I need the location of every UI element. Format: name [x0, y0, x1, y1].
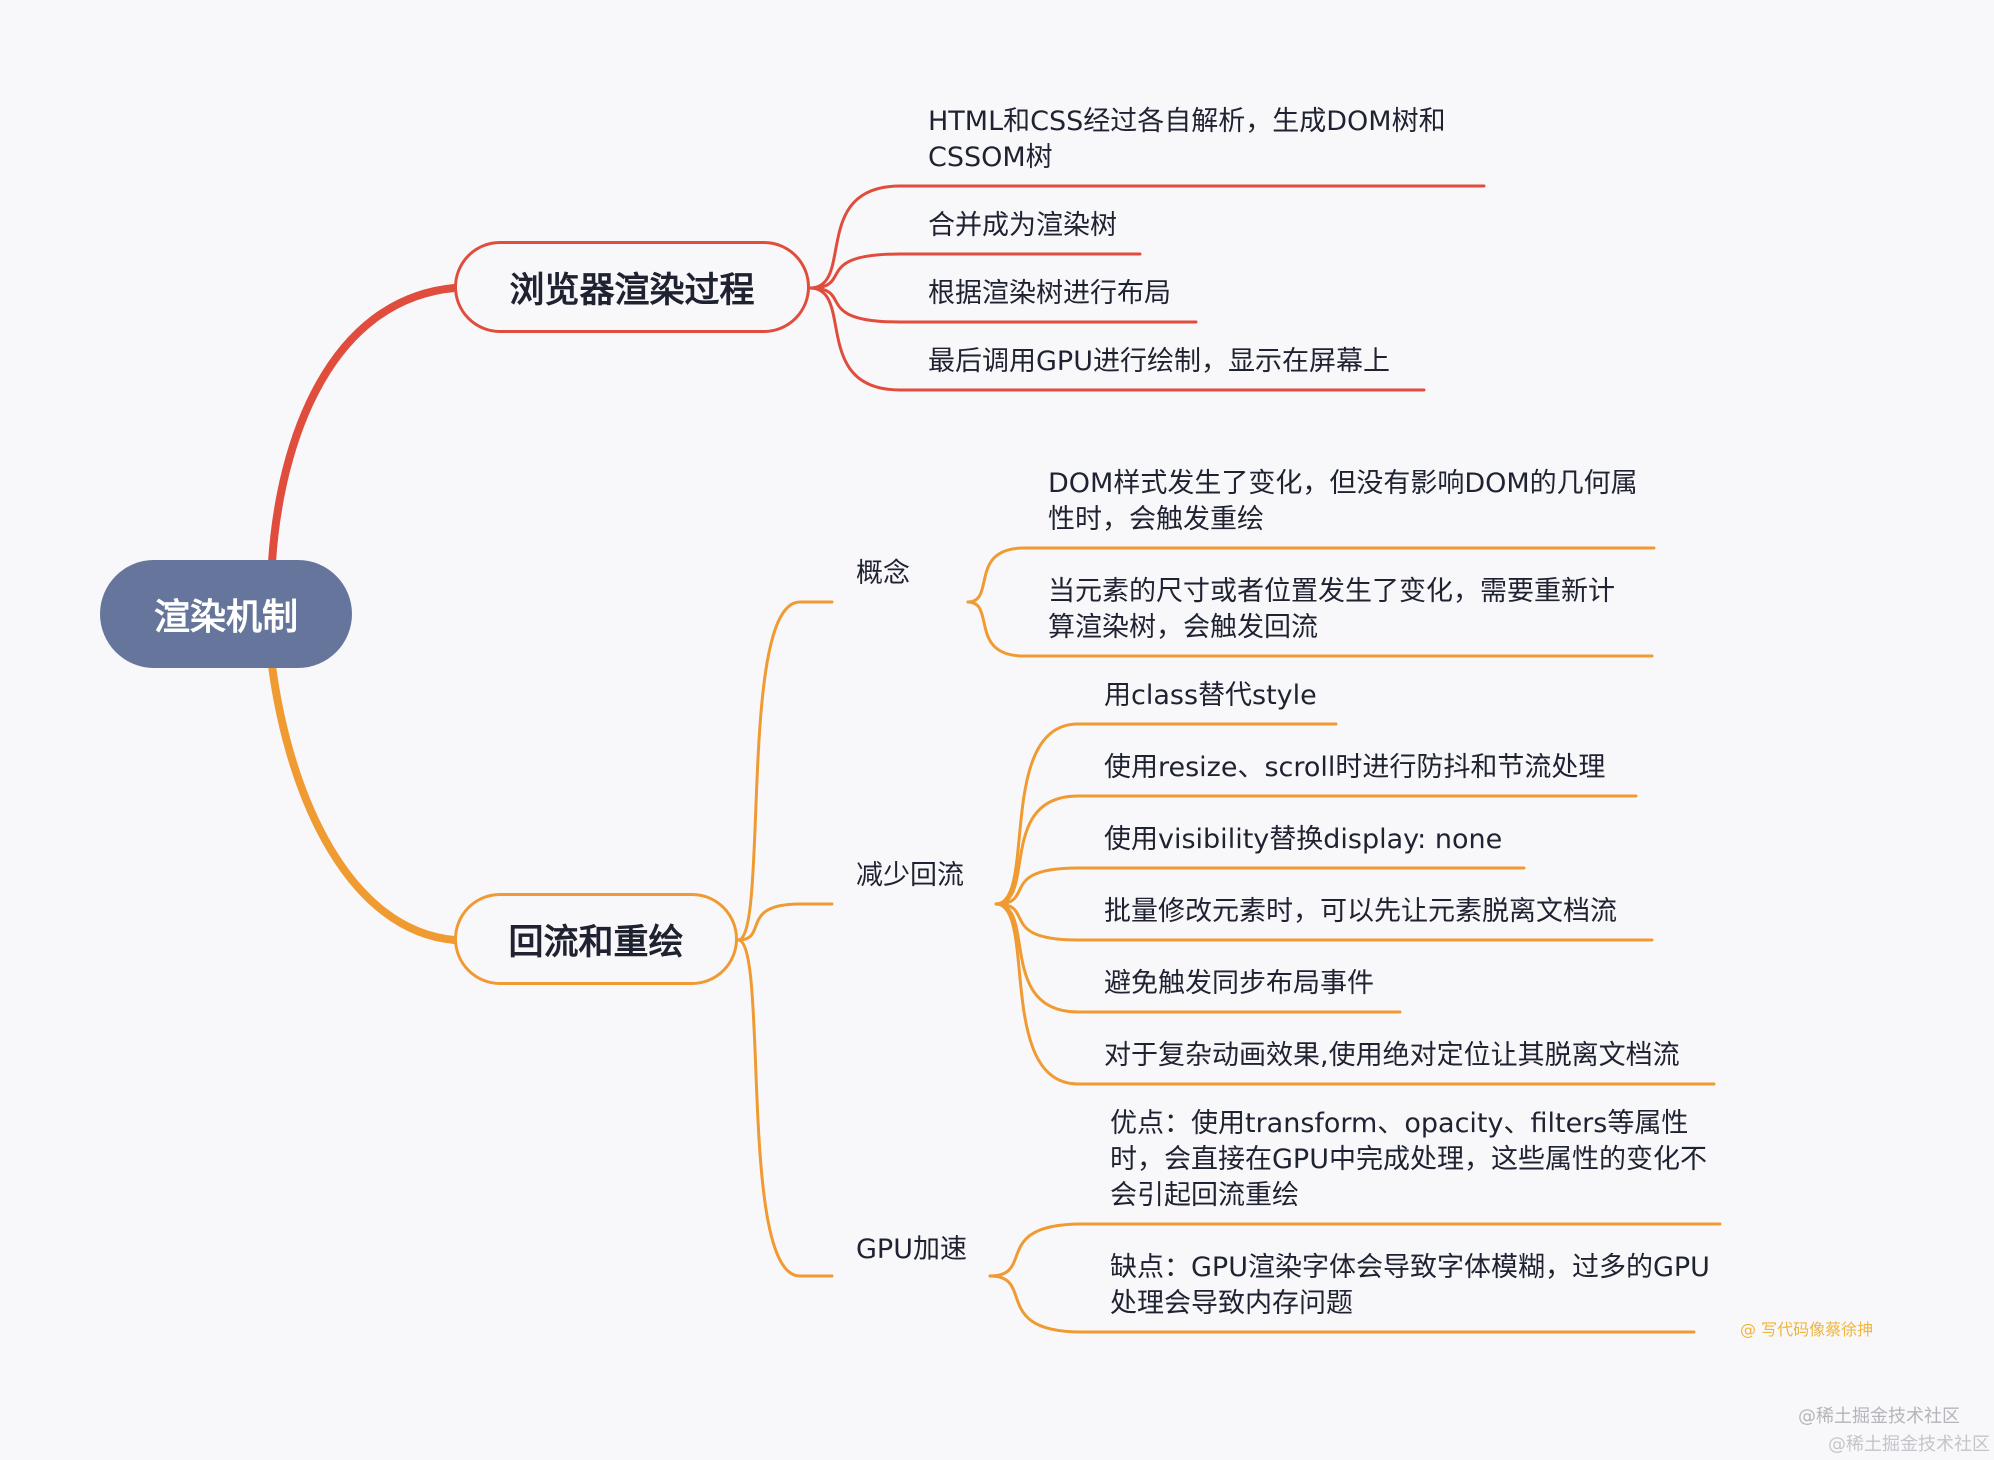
group-connector [736, 902, 834, 942]
leaf-node[interactable]: DOM样式发生了变化，但没有影响DOM的几何属性时，会触发重绘 [1048, 468, 1638, 535]
leaf-node[interactable]: 对于复杂动画效果,使用绝对定位让其脱离文档流 [1104, 1040, 1680, 1071]
leaf-node[interactable]: 优点：使用transform、opacity、filters等属性时，会直接在G… [1110, 1108, 1707, 1211]
leaf-connector [994, 794, 1638, 906]
leaf-node[interactable]: 批量修改元素时，可以先让元素脱离文档流 [1104, 896, 1617, 927]
leaf-connector [966, 546, 1656, 604]
group-reduce-reflow[interactable]: 减少回流 [856, 860, 964, 891]
leaf-node[interactable]: 合并成为渲染树 [928, 210, 1117, 241]
group-gpu-acceleration[interactable]: GPU加速 [856, 1234, 967, 1265]
leaf-node[interactable]: 用class替代style [1104, 680, 1317, 711]
leaf-connector [988, 1222, 1722, 1278]
leaf-node[interactable]: HTML和CSS经过各自解析，生成DOM树和CSSOM树 [928, 106, 1446, 173]
root-connector [268, 662, 458, 944]
branch-reflow-repaint[interactable]: 回流和重绘 [454, 893, 738, 985]
leaf-connector [966, 600, 1654, 658]
site-watermark: @稀土掘金技术社区 [1798, 1406, 1960, 1427]
leaf-node[interactable]: 当元素的尺寸或者位置发生了变化，需要重新计算渲染树，会触发回流 [1048, 576, 1615, 643]
leaf-connector [994, 866, 1526, 906]
group-concept[interactable]: 概念 [856, 558, 910, 589]
leaf-connector [808, 286, 1426, 392]
leaf-node[interactable]: 根据渲染树进行布局 [928, 278, 1171, 309]
leaf-node[interactable]: 避免触发同步布局事件 [1104, 968, 1374, 999]
leaf-node[interactable]: 最后调用GPU进行绘制，显示在屏幕上 [928, 346, 1390, 377]
site-watermark: @稀土掘金技术社区 [1828, 1434, 1990, 1455]
group-connector [736, 600, 834, 942]
group-connector [736, 938, 834, 1278]
author-watermark: @ 写代码像蔡徐抻 [1740, 1320, 1874, 1339]
leaf-node[interactable]: 缺点：GPU渲染字体会导致字体模糊，过多的GPU处理会导致内存问题 [1110, 1252, 1710, 1319]
leaf-connector [994, 902, 1654, 942]
leaf-connector [808, 184, 1486, 290]
leaf-node[interactable]: 使用visibility替换display: none [1104, 824, 1503, 855]
leaf-connector [808, 252, 1142, 290]
leaf-connector [808, 286, 1198, 324]
leaf-node[interactable]: 使用resize、scroll时进行防抖和节流处理 [1104, 752, 1606, 783]
leaf-connector [988, 1274, 1696, 1334]
leaf-connector [994, 902, 1716, 1086]
leaf-connector [994, 902, 1402, 1014]
branch-browser-rendering[interactable]: 浏览器渲染过程 [454, 241, 810, 333]
root-node[interactable]: 渲染机制 [100, 560, 352, 668]
root-connector [268, 284, 458, 566]
leaf-connector [994, 722, 1338, 906]
